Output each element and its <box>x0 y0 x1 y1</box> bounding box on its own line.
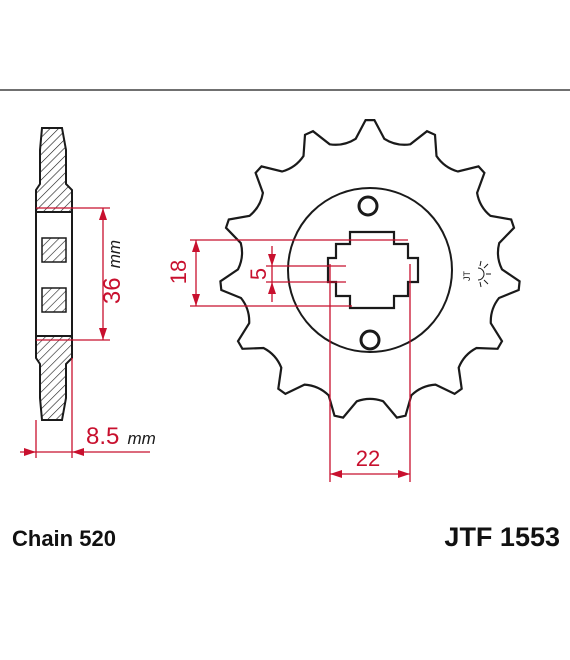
front-view: JT 18 5 22 <box>166 119 521 482</box>
side-hub <box>35 211 73 337</box>
dim-5-arrow-top <box>268 254 276 266</box>
dim-36-value: 36 <box>99 277 126 304</box>
dim-18-arrow-bottom <box>192 294 200 306</box>
dim-18-value: 18 <box>166 260 191 284</box>
side-hub-slot-upper <box>41 237 67 263</box>
dim-8-5-unit: mm <box>128 429 156 448</box>
svg-text:8.5 mm: 8.5 mm <box>86 423 156 450</box>
dim-8-5-value: 8.5 <box>86 423 119 450</box>
svg-text:36 mm: 36 mm <box>99 240 126 304</box>
side-profile-upper <box>35 127 73 213</box>
dim-36-arrow-bottom <box>99 328 107 340</box>
dim-36-arrow-top <box>99 208 107 220</box>
part-number-label: JTF 1553 <box>444 522 560 552</box>
dim-18-arrow-top <box>192 240 200 252</box>
hub-ring <box>287 187 453 353</box>
dim-8-5-arrow-left <box>24 448 36 456</box>
dim-5-value: 5 <box>246 268 271 280</box>
dim-8-5-arrow-right <box>72 448 84 456</box>
side-profile-lower <box>35 335 73 421</box>
jt-stamp-text: JT <box>462 271 472 282</box>
dim-36-unit: mm <box>105 240 124 268</box>
side-hub-slot-lower <box>41 287 67 313</box>
dim-22-value: 22 <box>356 446 380 471</box>
dim-22-arrow-left <box>330 470 342 478</box>
jt-stamp: JT <box>462 260 491 288</box>
mounting-hole-top <box>357 195 379 217</box>
side-view: 36 mm 8.5 mm <box>20 127 156 458</box>
mounting-hole-bottom <box>359 329 381 351</box>
dim-22-arrow-right <box>398 470 410 478</box>
sun-icon <box>477 260 491 288</box>
dim-5-arrow-bottom <box>268 282 276 294</box>
chain-size-label: Chain 520 <box>12 526 116 551</box>
splined-bore <box>326 230 420 310</box>
